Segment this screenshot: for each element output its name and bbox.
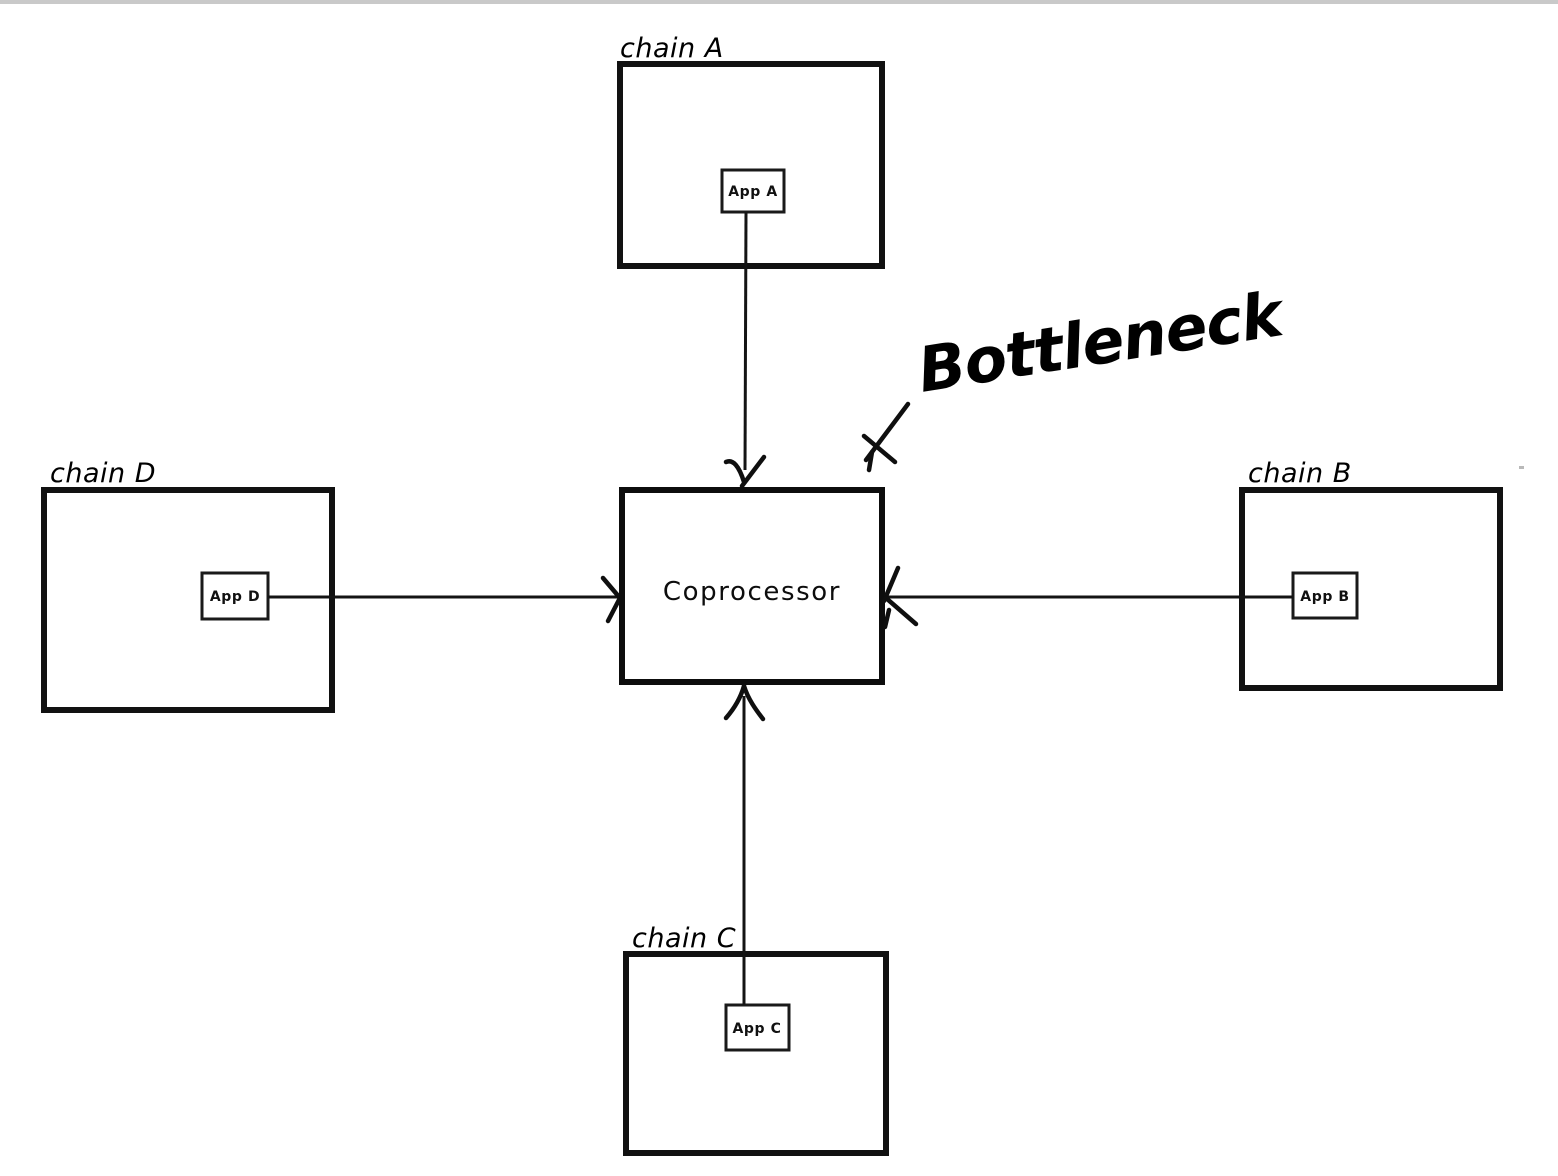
chain-a-box[interactable] (617, 61, 885, 269)
ink-speck (1519, 466, 1524, 469)
chain-d-label: chain D (50, 458, 156, 489)
coprocessor-group[interactable]: Coprocessor (619, 487, 885, 685)
connection-app-b-to-coprocessor (881, 565, 1293, 630)
bottleneck-annotation: Bottleneck (861, 277, 1291, 473)
chain-c-box[interactable] (623, 951, 889, 1156)
app-b-box[interactable] (1291, 571, 1359, 620)
chain-a-label: chain A (620, 33, 724, 64)
canvas-top-edge (0, 0, 1558, 4)
app-c-label: App C (732, 1021, 781, 1037)
coprocessor-box[interactable] (619, 487, 885, 685)
app-a-label: App A (728, 184, 778, 200)
connection-app-c-to-coprocessor (723, 683, 766, 1005)
chain-a-group[interactable]: chain A App A (617, 33, 885, 269)
chain-b-label: chain B (1248, 458, 1352, 489)
app-d-label: App D (210, 589, 260, 605)
chain-d-box[interactable] (41, 487, 335, 713)
app-a-box[interactable] (720, 168, 786, 214)
app-c-box[interactable] (724, 1003, 791, 1052)
bottleneck-label: Bottleneck (913, 277, 1291, 407)
chain-c-group[interactable]: chain C App C (623, 923, 889, 1156)
chain-b-box[interactable] (1239, 487, 1503, 691)
app-b-label: App B (1300, 589, 1349, 605)
connection-app-d-to-coprocessor (268, 575, 624, 624)
connection-app-a-to-coprocessor (723, 211, 767, 489)
chain-d-group[interactable]: chain D App D (41, 458, 335, 713)
coprocessor-label: Coprocessor (663, 577, 841, 607)
chain-c-label: chain C (632, 923, 736, 954)
chain-b-group[interactable]: chain B App B (1239, 458, 1503, 691)
